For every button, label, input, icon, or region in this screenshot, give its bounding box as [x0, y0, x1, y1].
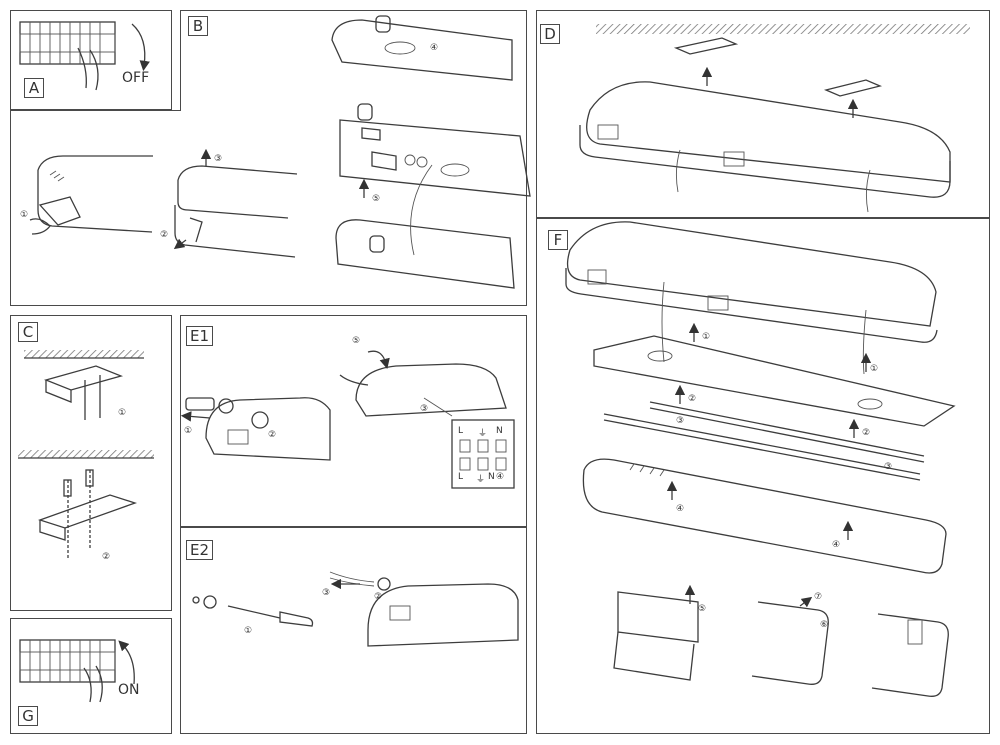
panel-b-label: B — [188, 16, 208, 36]
step-b-2: ② — [160, 230, 169, 240]
d-brackets — [673, 37, 883, 118]
breaker-switch-off — [19, 21, 150, 91]
terminal-top-n: N — [496, 426, 503, 436]
b-cover-lift-illustration — [173, 148, 298, 258]
step-e1-4: ④ — [496, 472, 505, 482]
step-f-1b: ① — [870, 364, 879, 374]
e1-gland-illustration — [180, 397, 331, 461]
d-fixture-body — [579, 81, 951, 213]
terminal-top-earth: ⏚ — [478, 429, 488, 439]
c-ceiling-hatch-1 — [24, 350, 144, 359]
step-e1-1: ① — [184, 426, 193, 436]
step-b-1: ① — [20, 210, 29, 220]
step-e1-5: ⑤ — [352, 336, 361, 346]
panel-e1 — [180, 315, 527, 527]
e1-wiring-illustration — [339, 350, 515, 489]
step-e1-3: ③ — [420, 404, 429, 414]
step-f-2a: ② — [688, 394, 697, 404]
step-f-6: ⑥ — [820, 620, 829, 630]
step-e2-3: ③ — [322, 588, 331, 598]
step-b-5: ⑤ — [372, 194, 381, 204]
panel-e2 — [180, 527, 527, 734]
step-e1-2: ② — [268, 430, 277, 440]
terminal-top-l: L — [458, 426, 464, 436]
step-b-4: ④ — [430, 43, 439, 53]
panel-d — [536, 10, 990, 218]
panel-c — [10, 315, 172, 611]
f-lamp-tubes — [603, 384, 925, 481]
panel-f-label: F — [548, 230, 568, 250]
step-f-3b: ③ — [884, 462, 893, 472]
f-gear-tray — [593, 322, 956, 427]
terminal-bottom-n: N — [488, 472, 495, 482]
d-ceiling-hatch — [596, 24, 970, 34]
b-gear-tray-illustration — [331, 15, 531, 289]
panel-a-label: A — [24, 78, 44, 98]
c-bracket-screws — [43, 365, 124, 420]
breaker-switch-on — [19, 639, 135, 703]
panel-e2-label: E2 — [186, 540, 214, 560]
panel-g-label: G — [18, 706, 38, 726]
e2-screwdriver-illustration — [192, 595, 314, 627]
step-c-1: ① — [118, 408, 127, 418]
step-f-3a: ③ — [676, 416, 685, 426]
panel-e1-label: E1 — [186, 326, 214, 346]
panel-a-off-text: OFF — [122, 70, 150, 86]
step-f-7: ⑦ — [814, 592, 823, 602]
step-b-3: ③ — [214, 154, 223, 164]
f-latch-close-steps — [613, 584, 949, 697]
panel-g-on-text: ON — [118, 682, 140, 698]
step-f-4b: ④ — [832, 540, 841, 550]
step-c-2: ② — [102, 552, 111, 562]
step-e2-1: ① — [244, 626, 253, 636]
step-f-5: ⑤ — [698, 604, 707, 614]
terminal-bottom-l: L — [458, 472, 464, 482]
f-diffuser — [582, 458, 947, 574]
c-ceiling-hatch-2 — [18, 450, 154, 459]
panel-d-label: D — [540, 24, 560, 44]
step-f-4a: ④ — [676, 504, 685, 514]
step-f-2b: ② — [862, 428, 871, 438]
e2-gland-illustration — [329, 571, 519, 647]
f-fixture-top — [565, 221, 938, 375]
panel-c-label: C — [18, 322, 38, 342]
panel-b-top — [180, 10, 527, 111]
b-latch-open-illustration — [29, 155, 153, 235]
step-e2-2: ② — [374, 592, 383, 602]
terminal-bottom-earth: ⏚ — [476, 475, 486, 485]
step-f-1a: ① — [702, 332, 711, 342]
c-bracket-plugs — [37, 469, 138, 560]
